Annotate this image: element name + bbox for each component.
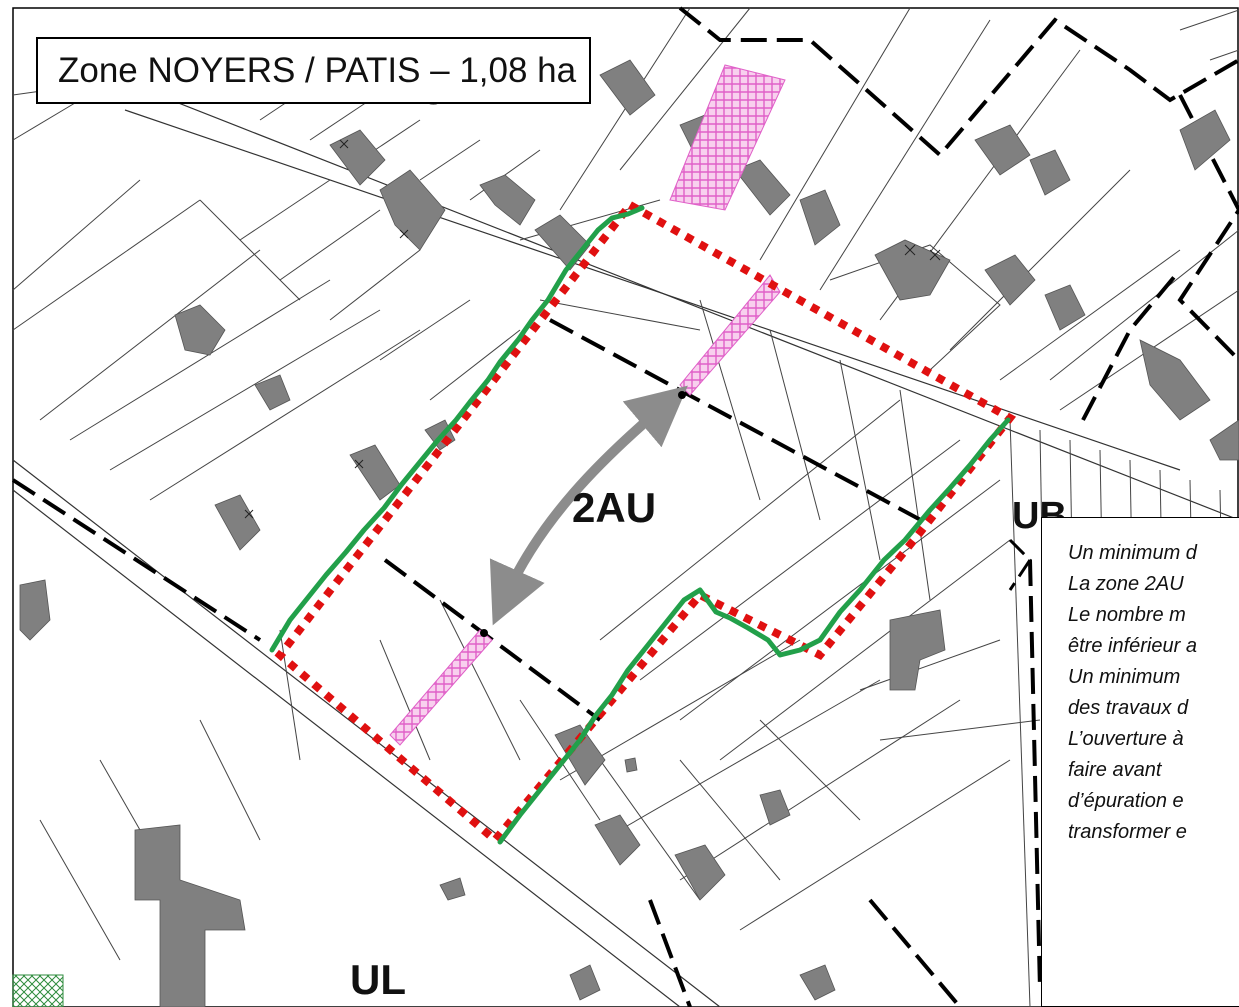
map-title-box: Zone NOYERS / PATIS – 1,08 ha bbox=[36, 37, 591, 104]
notes-box: Un minimum d La zone 2AU Le nombre m êtr… bbox=[1041, 517, 1239, 1007]
map-title: Zone NOYERS / PATIS – 1,08 ha bbox=[58, 51, 577, 90]
link-point-south bbox=[480, 629, 488, 637]
note-line: Un minimum bbox=[1068, 666, 1181, 688]
note-line: être inférieur a bbox=[1068, 635, 1197, 657]
note-line: faire avant bbox=[1068, 759, 1162, 781]
link-point-north bbox=[678, 391, 686, 399]
note-line: transformer e bbox=[1068, 821, 1187, 843]
ub-boundary bbox=[1008, 538, 1032, 591]
zone-label-ul: UL bbox=[350, 956, 406, 1003]
zone-label-2au: 2AU bbox=[572, 484, 656, 531]
note-line: Le nombre m bbox=[1068, 604, 1186, 626]
zone-boundaries bbox=[11, 6, 1239, 1007]
note-line: Un minimum d bbox=[1068, 542, 1197, 564]
connection-arrow bbox=[489, 385, 688, 626]
note-line: des travaux d bbox=[1068, 697, 1189, 719]
green-hatched-area bbox=[12, 974, 64, 1007]
note-line: L’ouverture à bbox=[1068, 728, 1184, 750]
note-line: La zone 2AU bbox=[1068, 573, 1184, 595]
building-markers bbox=[244, 139, 941, 519]
road-lines bbox=[12, 79, 1239, 1007]
note-line: d’épuration e bbox=[1068, 790, 1184, 812]
boundary-trace bbox=[269, 205, 1011, 845]
zone-2au-outline bbox=[274, 199, 1017, 846]
